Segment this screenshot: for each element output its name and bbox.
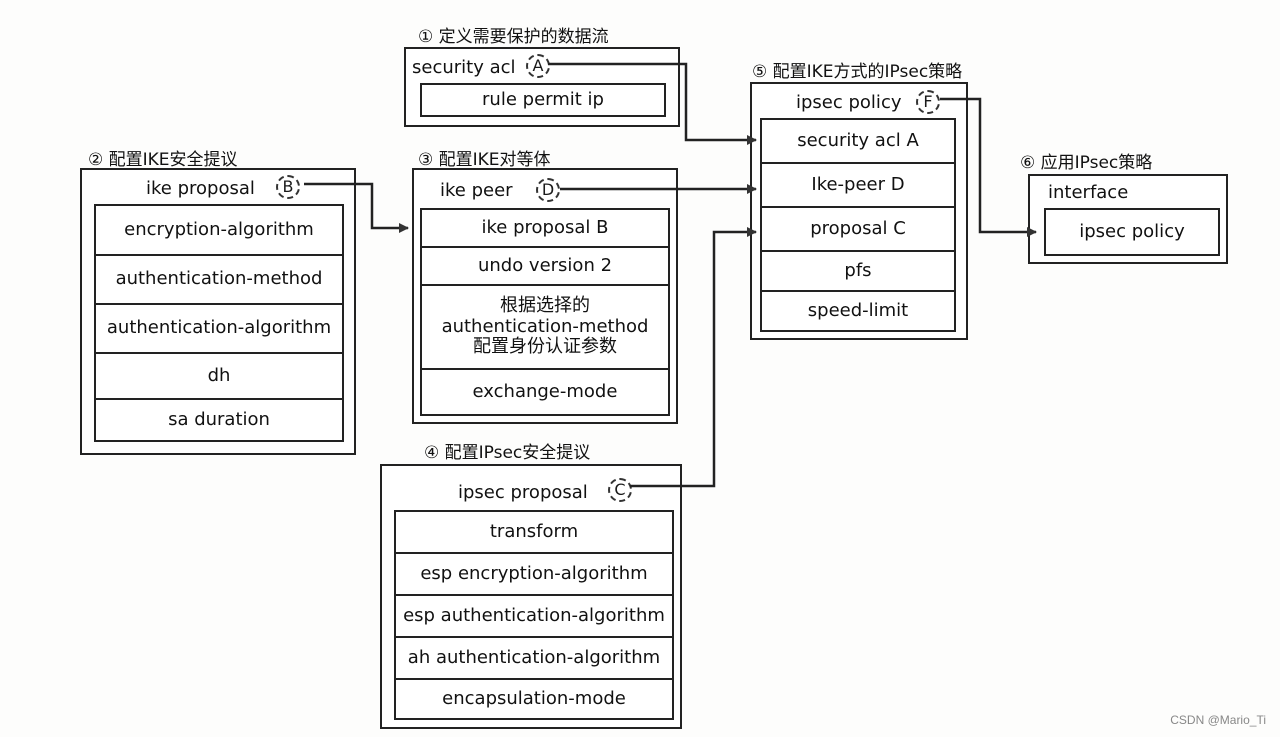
ipsec-policy-param-row: speed-limit (807, 299, 909, 321)
ipsec-proposal-param-row: transform (396, 512, 672, 554)
ipsec-proposal-param-row: ah authentication-algorithm (396, 638, 672, 680)
marker-a: A (526, 54, 550, 78)
ike-proposal-params: encryption-algorithm authentication-meth… (94, 204, 344, 442)
interface-head: interface (1048, 182, 1129, 203)
ike-proposal-param-row: dh (96, 354, 342, 400)
marker-b: B (276, 175, 300, 199)
ipsec-proposal-param-row: esp encryption-algorithm (396, 554, 672, 596)
section-title-ipsec-proposal: ④ 配置IPsec安全提议 (424, 443, 591, 463)
section-title-apply-policy: ⑥ 应用IPsec策略 (1020, 153, 1153, 173)
ike-peer-param-row: exchange-mode (472, 380, 618, 402)
ike-proposal-block: ike proposal B encryption-algorithm auth… (80, 168, 356, 455)
security-acl-block: security acl A rule permit ip (404, 47, 680, 127)
section-title-ike-proposal: ② 配置IKE安全提议 (88, 150, 238, 170)
section-title-ike-peer: ③ 配置IKE对等体 (418, 150, 551, 170)
ike-proposal-param-row: authentication-algorithm (96, 305, 342, 354)
ipsec-proposal-head: ipsec proposal (458, 482, 588, 503)
marker-c: C (608, 478, 632, 502)
ipsec-proposal-param-row: esp authentication-algorithm (396, 596, 672, 638)
marker-d: D (536, 178, 560, 202)
ike-proposal-param-row: authentication-method (96, 256, 342, 305)
ike-peer-block: ike peer D ike proposal B undo version 2… (412, 168, 678, 424)
watermark: CSDN @Mario_Ti (1170, 713, 1266, 727)
ipsec-proposal-block: ipsec proposal C transform esp encryptio… (380, 464, 682, 729)
ike-peer-auth-row: 根据选择的 authentication-method 配置身份认证参数 (422, 286, 668, 370)
ike-peer-auth-line: authentication-method (441, 315, 649, 337)
ike-proposal-param-row: encryption-algorithm (96, 206, 342, 256)
ipsec-policy-block: ipsec policy F security acl A Ike-peer D… (750, 82, 968, 340)
ike-peer-param-row: ike proposal B (422, 210, 668, 248)
interface-params: ipsec policy (1044, 208, 1220, 256)
ipsec-policy-param-row: Ike-peer D (762, 164, 954, 208)
ike-proposal-head: ike proposal (146, 178, 255, 199)
ipsec-policy-param-row: proposal C (762, 208, 954, 252)
ipsec-proposal-param-row: encapsulation-mode (442, 687, 626, 709)
ike-peer-auth-line: 配置身份认证参数 (473, 336, 617, 358)
ipsec-policy-head: ipsec policy (796, 92, 902, 113)
ipsec-policy-param-row: security acl A (762, 120, 954, 164)
ipsec-proposal-params: transform esp encryption-algorithm esp a… (394, 510, 674, 720)
ike-peer-params: ike proposal B undo version 2 根据选择的 auth… (420, 208, 670, 416)
ike-proposal-param-row: sa duration (168, 408, 270, 430)
security-acl-head: security acl (412, 57, 516, 78)
acl-rule-row: rule permit ip (482, 88, 604, 110)
ipsec-policy-params: security acl A Ike-peer D proposal C pfs… (760, 118, 956, 332)
ike-peer-auth-line: 根据选择的 (500, 294, 590, 316)
interface-param-row: ipsec policy (1079, 220, 1185, 242)
marker-f: F (916, 90, 940, 114)
ike-peer-param-row: undo version 2 (422, 248, 668, 286)
ipsec-policy-param-row: pfs (762, 252, 954, 292)
ike-peer-head: ike peer (440, 180, 513, 201)
section-title-define-flow: ① 定义需要保护的数据流 (418, 27, 609, 47)
interface-block: interface ipsec policy (1028, 174, 1228, 264)
section-title-ipsec-policy: ⑤ 配置IKE方式的IPsec策略 (752, 62, 963, 82)
acl-rule-list: rule permit ip (420, 83, 666, 117)
